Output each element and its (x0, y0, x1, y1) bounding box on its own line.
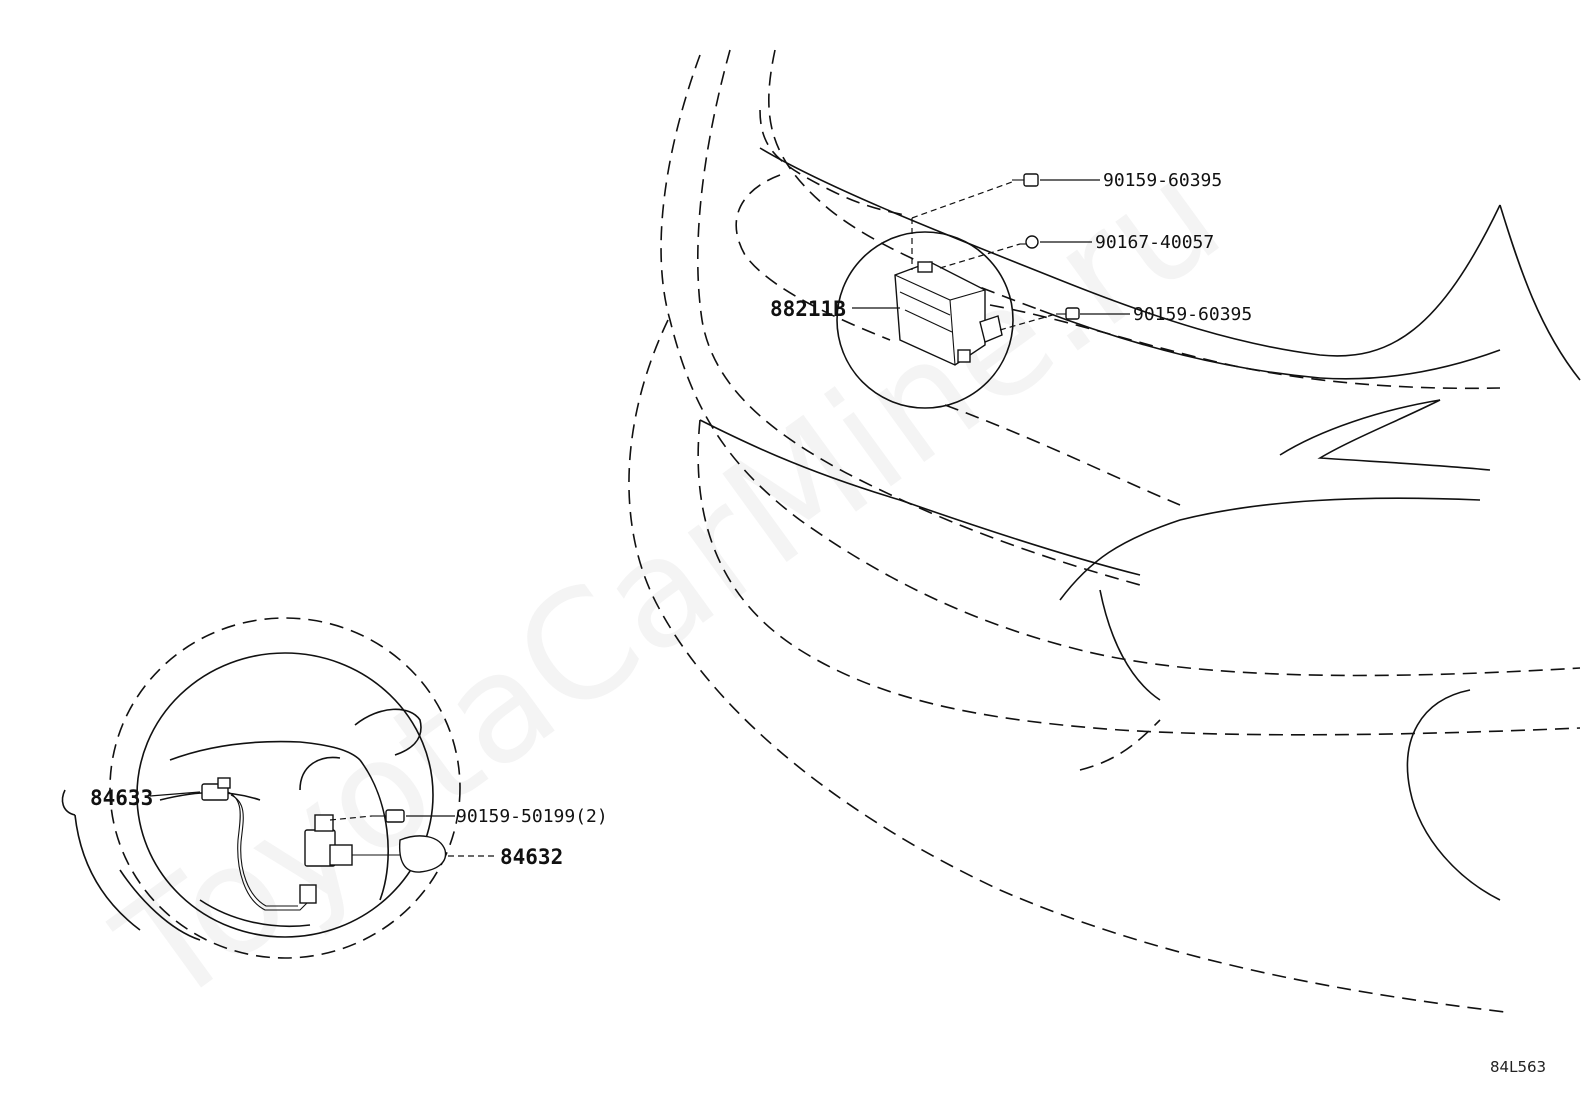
steering-wheel-rim-outer (109, 617, 461, 959)
callout-screw-mid: 90167-40057 (1095, 232, 1214, 253)
bolt-top-icon (1012, 173, 1039, 187)
screw-wheel-icon (372, 809, 405, 823)
radar-sensor (894, 261, 1003, 366)
leader-switch-left (149, 791, 201, 797)
steering-wheel (61, 617, 461, 959)
callout-switch-left: 84633 (90, 786, 153, 810)
leader-screw-mid (939, 243, 1021, 269)
steering-wheel-rim-inner (136, 652, 434, 938)
bolt-right-icon (1056, 307, 1080, 320)
callout-screw-wheel: 90159-50199(2) (456, 806, 608, 827)
switch-left (201, 777, 311, 911)
switch-right (299, 814, 447, 904)
leader-screw-wheel (329, 815, 373, 821)
diagram-code: 84L563 (1490, 1058, 1546, 1076)
hood-outline (699, 147, 1581, 901)
callout-bolt-top: 90159-60395 (1103, 170, 1222, 191)
callout-switch-right: 84632 (500, 845, 563, 869)
screw-mid-icon (1020, 235, 1039, 249)
watermark: ToyotaCarMine.ru (88, 128, 1251, 1040)
callout-sensor: 88211B (770, 297, 846, 321)
leader-bolt-top (911, 181, 1013, 219)
callout-bolt-right: 90159-60395 (1133, 304, 1252, 325)
detail-circle (836, 231, 1014, 409)
